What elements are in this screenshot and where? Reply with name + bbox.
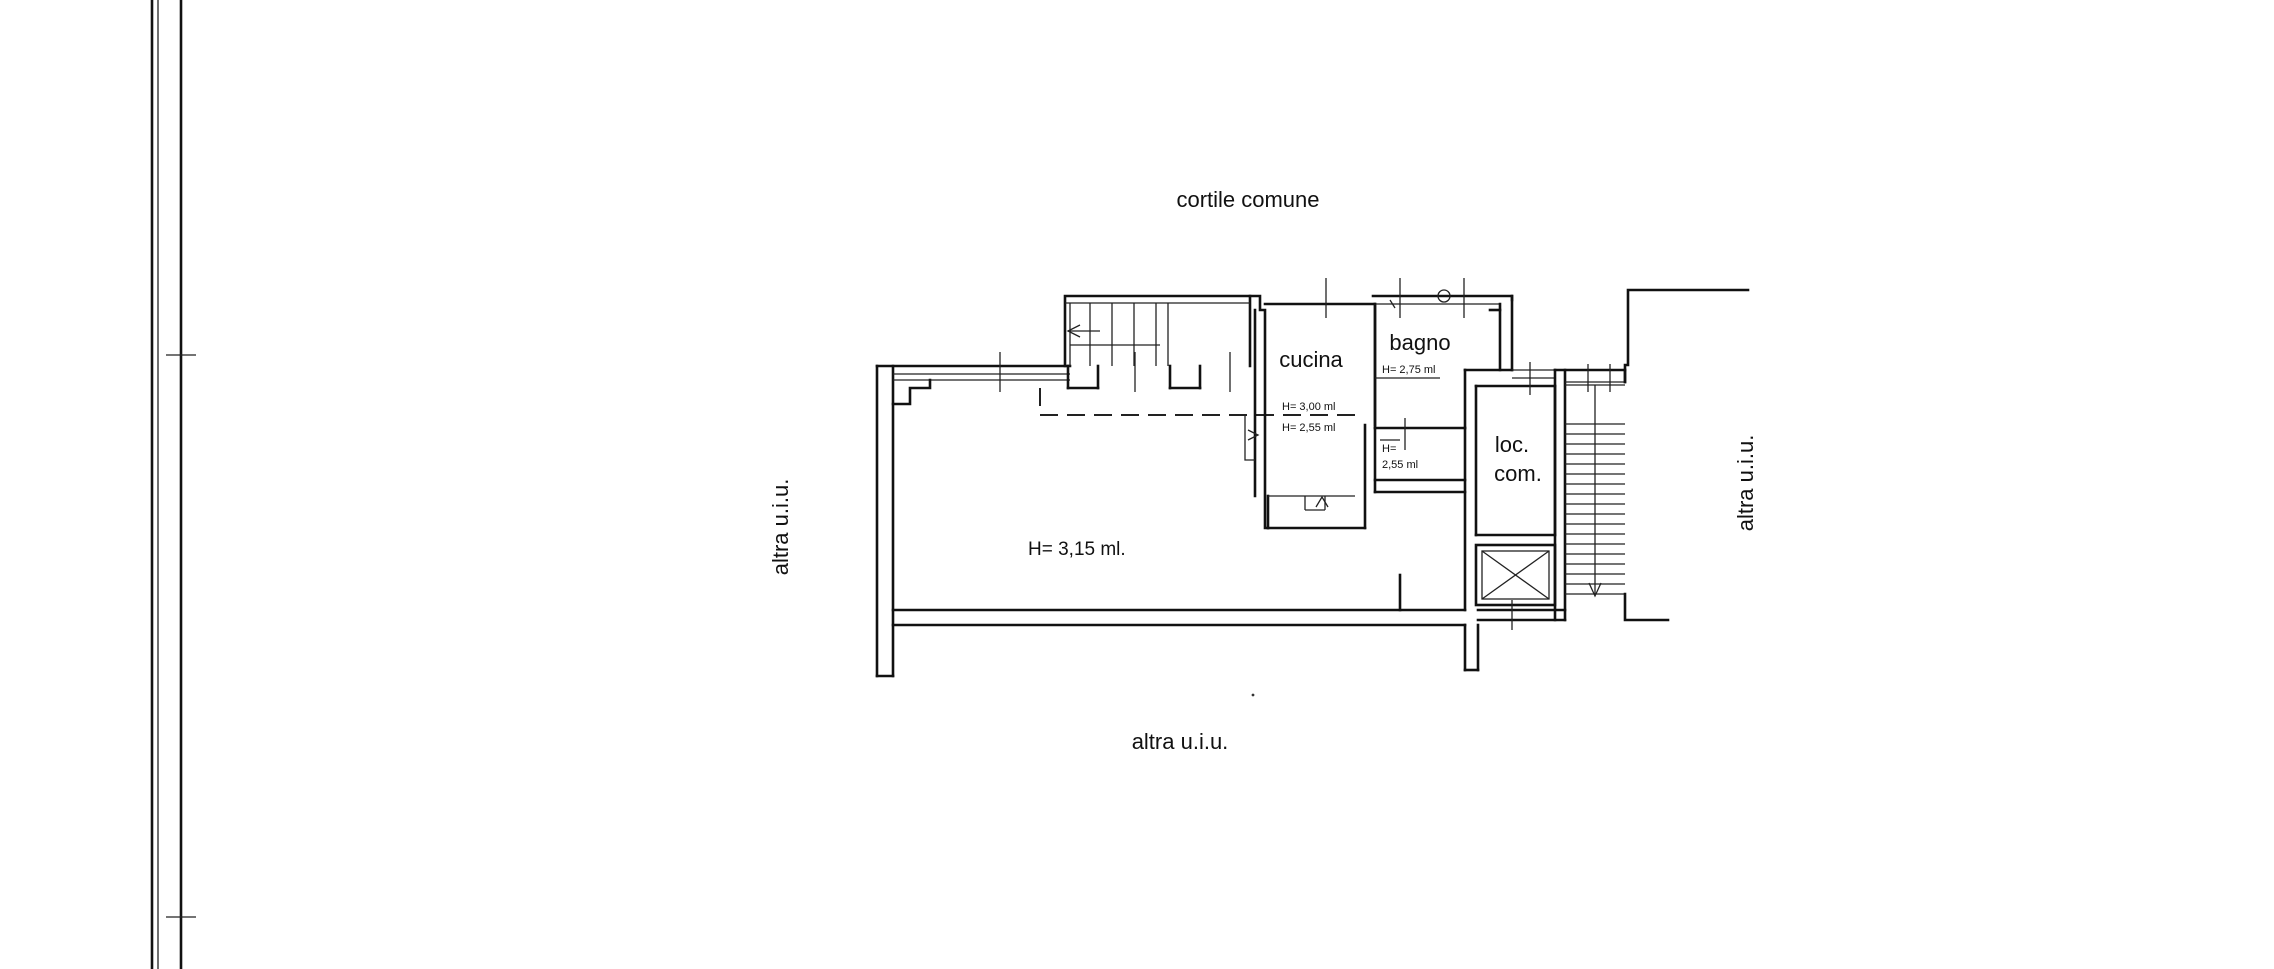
bathroom-height-label: H= 2,75 ml bbox=[1382, 364, 1436, 376]
main-room-height-label: H= 3,15 ml. bbox=[1028, 539, 1126, 560]
dashed-line bbox=[1039, 388, 1360, 416]
small-room-height-label: H= bbox=[1382, 443, 1396, 455]
small-room-walls bbox=[1373, 418, 1467, 612]
neighbor-right-label: altra u.i.u. bbox=[1733, 435, 1758, 532]
sheet-border bbox=[150, 0, 196, 969]
common-room-label-line1: loc. bbox=[1495, 432, 1529, 457]
building-stairs bbox=[1553, 288, 1750, 622]
kitchen-height-label-1: H= 3,00 ml bbox=[1282, 401, 1336, 413]
bathroom-label: bagno bbox=[1389, 330, 1450, 355]
bathroom-walls bbox=[1371, 278, 1514, 430]
lift-shaft bbox=[1474, 543, 1567, 630]
courtyard-label: cortile comune bbox=[1176, 187, 1319, 212]
stray-dot bbox=[1251, 693, 1255, 697]
kitchen-label: cucina bbox=[1279, 347, 1343, 372]
neighbor-bottom-label: altra u.i.u. bbox=[1132, 729, 1229, 754]
kitchen-height-label-2: H= 2,55 ml bbox=[1282, 422, 1336, 434]
entry-stairs bbox=[999, 294, 1252, 392]
neighbor-left-label: altra u.i.u. bbox=[768, 479, 793, 576]
outer-walls bbox=[875, 364, 1480, 678]
small-room-height-value: 2,55 ml bbox=[1382, 459, 1418, 471]
common-room-label-line2: com. bbox=[1494, 461, 1542, 486]
